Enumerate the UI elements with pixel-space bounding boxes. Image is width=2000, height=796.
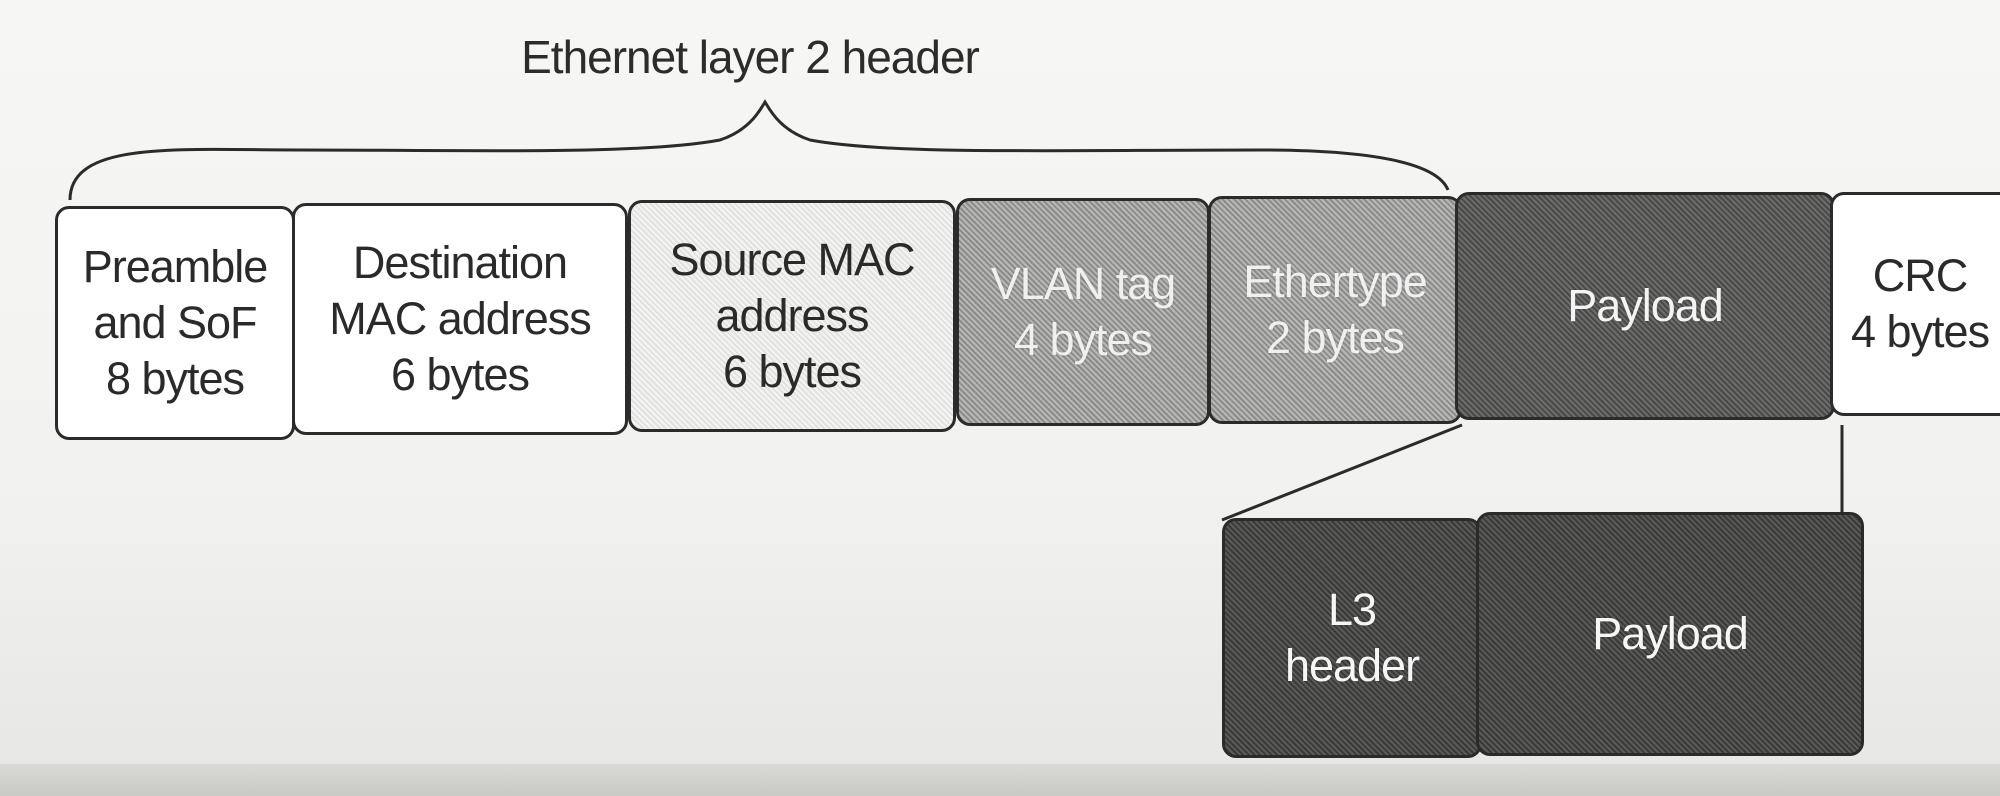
paper-edge [0,764,2000,796]
preamble-field: Preamble and SoF 8 bytes [55,206,295,440]
source-mac-field: Source MAC address 6 bytes [628,200,956,432]
ethertype-label: Ethertype 2 bytes [1243,256,1428,363]
destination-mac-field: Destination MAC address 6 bytes [292,203,628,435]
ethertype-field: Ethertype 2 bytes [1208,196,1462,424]
payload-field: Payload [1455,192,1835,420]
destination-mac-label: Destination MAC address 6 bytes [329,237,592,400]
crc-label: CRC 4 bytes [1851,250,1990,357]
crc-field: CRC 4 bytes [1830,192,2000,416]
diagram-title: Ethernet layer 2 header [521,31,980,83]
vlan-tag-label: VLAN tag 4 bytes [990,258,1177,365]
source-mac-label: Source MAC address 6 bytes [669,234,915,397]
payload-label: Payload [1567,280,1724,331]
expand-line-left [1221,423,1463,522]
l3-header-label: L3 header [1284,584,1420,691]
header-brace [68,99,1450,201]
inner-payload-label: Payload [1592,608,1749,659]
preamble-label: Preamble and SoF 8 bytes [82,241,269,404]
l3-header-field: L3 header [1222,518,1482,758]
vlan-tag-field: VLAN tag 4 bytes [956,198,1210,426]
inner-payload-field: Payload [1476,512,1864,756]
